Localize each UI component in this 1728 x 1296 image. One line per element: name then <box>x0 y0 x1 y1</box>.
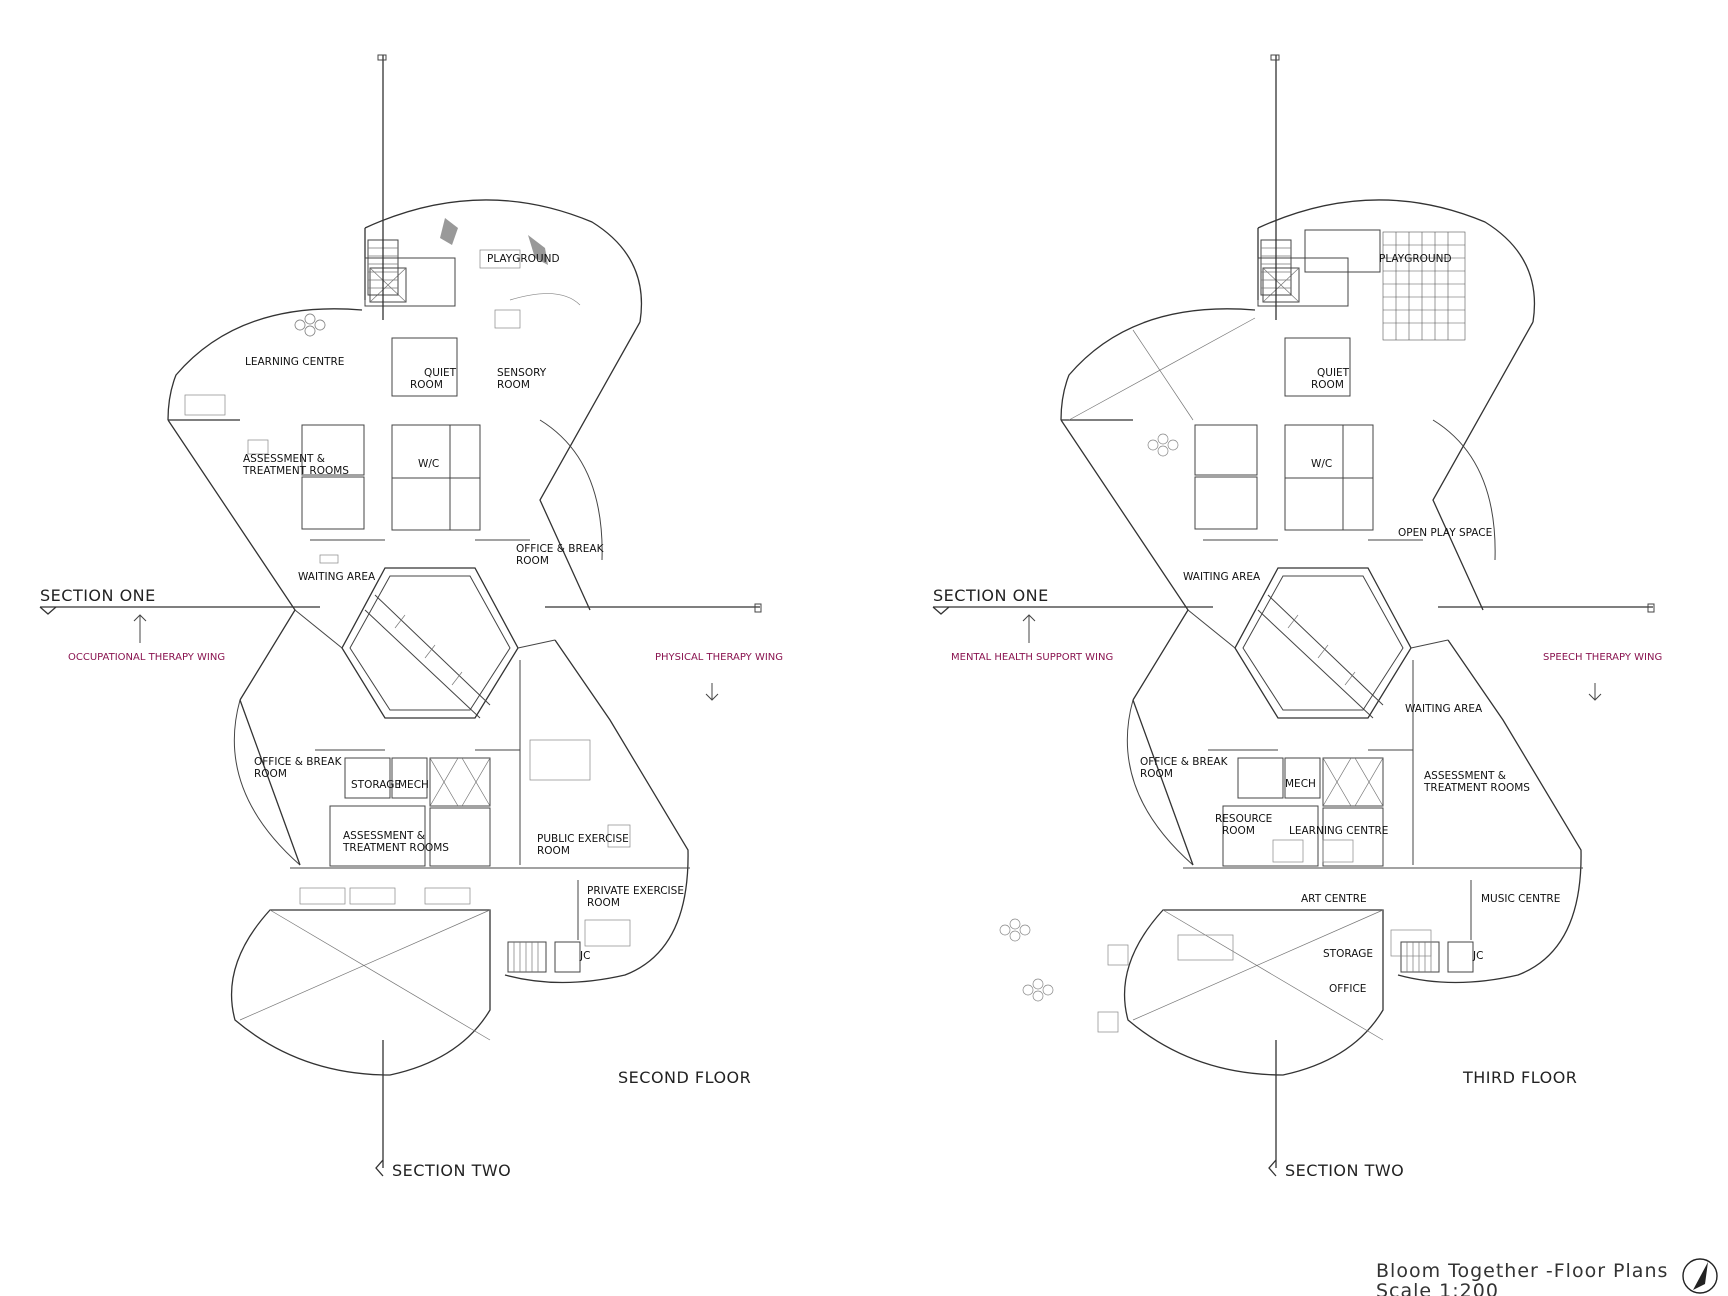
wing-label-right: PHYSICAL THERAPY WING <box>655 652 783 663</box>
wing-label-right: SPEECH THERAPY WING <box>1543 652 1662 663</box>
room-label-treatment-rooms: TREATMENT ROOMS <box>342 842 449 854</box>
room-label-mech: MECH <box>398 779 429 791</box>
section-two-label: SECTION TWO <box>392 1161 511 1180</box>
floor-title: THIRD FLOOR <box>1462 1068 1577 1087</box>
room-label-playground: PLAYGROUND <box>487 253 560 265</box>
room-label-waiting-area: WAITING AREA <box>1183 571 1261 583</box>
wing-label-left: OCCUPATIONAL THERAPY WING <box>68 652 225 663</box>
room-label-waiting-area: WAITING AREA <box>298 571 376 583</box>
floor-title: SECOND FLOOR <box>618 1068 751 1087</box>
section-two-label: SECTION TWO <box>1285 1161 1404 1180</box>
room-label-art-centre: ART CENTRE <box>1301 893 1367 905</box>
room-label-room: ROOM <box>587 897 620 909</box>
room-label-treatment-rooms: TREATMENT ROOMS <box>1423 782 1530 794</box>
room-label-storage: STORAGE <box>351 779 401 791</box>
room-label-open-play-space: OPEN PLAY SPACE <box>1398 527 1492 539</box>
room-label-jc: JC <box>579 950 590 962</box>
room-label-music-centre: MUSIC CENTRE <box>1481 893 1560 905</box>
section-one-label: SECTION ONE <box>40 586 156 605</box>
room-label-resource: RESOURCE <box>1215 813 1272 825</box>
room-label-playground: PLAYGROUND <box>1379 253 1452 265</box>
room-label-private-exercise: PRIVATE EXERCISE <box>587 885 684 897</box>
room-label-office: OFFICE <box>1329 983 1366 995</box>
room-label-office-break: OFFICE & BREAK <box>1140 756 1229 768</box>
room-label-room: ROOM <box>537 845 570 857</box>
room-label-assessment: ASSESSMENT & <box>343 830 425 842</box>
room-label-room: ROOM <box>1311 379 1344 391</box>
title-block: Bloom Together -Floor Plans Scale 1:200 <box>1376 1258 1718 1296</box>
north-arrow-needle-icon <box>1693 1262 1708 1290</box>
room-label-learning-centre: LEARNING CENTRE <box>1289 825 1388 837</box>
room-label-office-break: OFFICE & BREAK <box>516 543 605 555</box>
north-arrow-icon <box>1682 1258 1718 1294</box>
room-label-jc: JC <box>1472 950 1483 962</box>
second-floor-plan: PLAYGROUND LEARNING CENTRE QUIET ROOM SE… <box>39 54 783 1180</box>
room-label-office-break: OFFICE & BREAK <box>254 756 343 768</box>
drawing-title: Bloom Together -Floor Plans <box>1376 1260 1668 1282</box>
playground-shade-shape <box>528 235 548 265</box>
room-label-mech: MECH <box>1285 778 1316 790</box>
room-label-wc: W/C <box>418 458 439 470</box>
room-label-quiet: QUIET <box>424 367 457 379</box>
room-label-public-exercise: PUBLIC EXERCISE <box>537 833 629 845</box>
room-label-room: ROOM <box>497 379 530 391</box>
room-label-room: ROOM <box>254 768 287 780</box>
room-label-waiting-area: WAITING AREA <box>1405 703 1483 715</box>
room-label-assessment: ASSESSMENT & <box>1424 770 1506 782</box>
room-label-room: ROOM <box>1140 768 1173 780</box>
room-label-wc: W/C <box>1311 458 1332 470</box>
room-label-storage: STORAGE <box>1323 948 1373 960</box>
drawing-scale: Scale 1:200 <box>1376 1280 1499 1296</box>
third-floor-plan: PLAYGROUND QUIET ROOM W/C OPEN PLAY SPAC… <box>932 54 1662 1180</box>
playground-shade-shape <box>440 218 458 245</box>
section-one-label: SECTION ONE <box>933 586 1049 605</box>
room-label-learning-centre: LEARNING CENTRE <box>245 356 344 368</box>
wing-label-left: MENTAL HEALTH SUPPORT WING <box>951 652 1113 663</box>
room-label-room: ROOM <box>516 555 549 567</box>
room-label-room: ROOM <box>410 379 443 391</box>
play-mat-grid <box>1382 231 1466 341</box>
room-label-assessment: ASSESSMENT & <box>243 453 325 465</box>
room-label-treatment-rooms: TREATMENT ROOMS <box>242 465 349 477</box>
room-label-room: ROOM <box>1222 825 1255 837</box>
room-label-quiet: QUIET <box>1317 367 1350 379</box>
room-label-sensory: SENSORY <box>497 367 547 379</box>
